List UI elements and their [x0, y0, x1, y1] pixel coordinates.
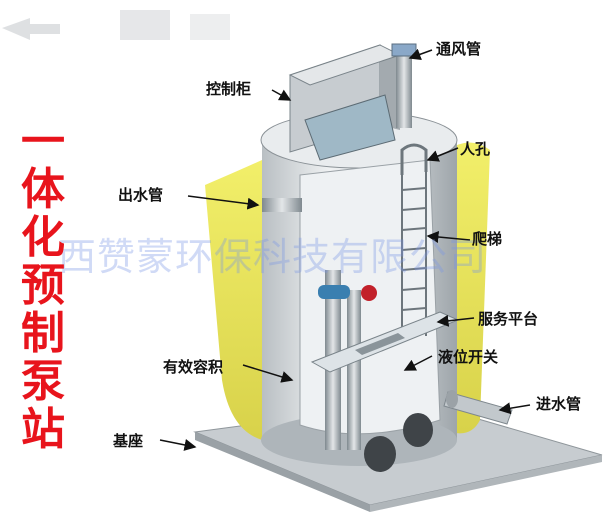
- leader-arrows: [159, 48, 531, 451]
- label-effective-volume: 有效容积: [163, 358, 224, 376]
- vertical-title: 一 体 化 预 制 泵 站: [18, 118, 68, 454]
- manhole: [400, 143, 428, 175]
- title-char: 站: [21, 404, 65, 455]
- label-ladder: 爬梯: [472, 230, 503, 248]
- pumps: [364, 413, 433, 472]
- label-vent-pipe: 通风管: [436, 40, 482, 58]
- title-char: 泵: [21, 356, 65, 407]
- control-cabinet: [288, 44, 402, 161]
- label-service-platform: 服务平台: [478, 310, 539, 328]
- label-manhole: 人孔: [460, 140, 491, 158]
- outlet-pipe: [262, 198, 302, 212]
- title-char: 体: [21, 164, 65, 215]
- label-base: 基座: [113, 432, 144, 450]
- ladder: [401, 172, 427, 340]
- inlet-pipe: [443, 390, 513, 425]
- watermark-text: 西赞蒙环保科技有限公司: [58, 235, 488, 279]
- label-inlet-pipe: 进水管: [536, 395, 582, 413]
- label-control-cabinet: 控制柜: [206, 80, 252, 98]
- title-char: 化: [21, 212, 65, 263]
- label-level-switch: 液位开关: [438, 348, 499, 366]
- title-char: 预: [21, 260, 65, 311]
- label-outlet-pipe: 出水管: [118, 186, 164, 204]
- title-char: 制: [21, 308, 65, 359]
- corner-logo: [2, 10, 230, 40]
- title-char: 一: [21, 116, 65, 167]
